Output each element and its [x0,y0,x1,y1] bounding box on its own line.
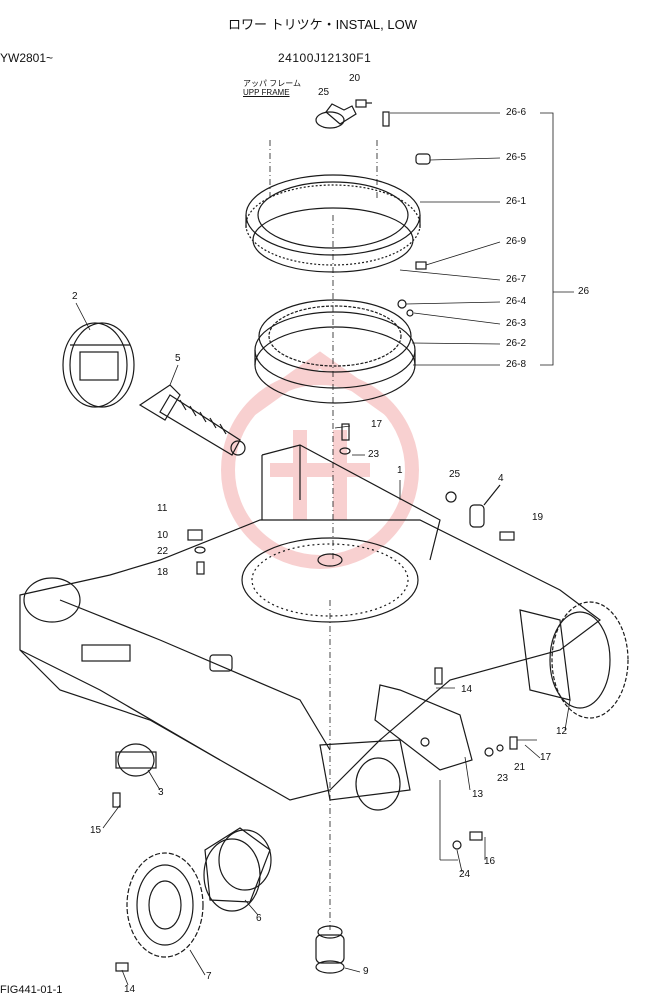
callout-25-mid[interactable]: 25 [449,469,461,480]
upper-frame-note-en: UPP FRAME [243,88,290,97]
callout-26-2[interactable]: 26-2 [506,338,527,349]
callout-14-mid[interactable]: 14 [461,684,473,695]
callout-16[interactable]: 16 [484,856,496,867]
swing-bearing-outer-ring [245,174,421,273]
callout-5[interactable]: 5 [175,353,181,364]
callout-4[interactable]: 4 [498,473,504,484]
lower-frame [19,444,601,811]
center-joint [315,925,345,974]
callout-19[interactable]: 19 [532,512,544,523]
callout-14-bottom[interactable]: 14 [124,984,136,995]
callout-10[interactable]: 10 [157,530,169,541]
callout-3[interactable]: 3 [158,787,164,798]
callout-12[interactable]: 12 [556,726,568,737]
callout-20[interactable]: 20 [349,73,361,84]
callout-26-1[interactable]: 26-1 [506,196,527,207]
fasteners [112,423,518,972]
assembly-center-lines [269,140,378,930]
callout-6[interactable]: 6 [256,913,262,924]
callout-26[interactable]: 26 [578,286,590,297]
callout-26-6[interactable]: 26-6 [506,107,527,118]
callout-7[interactable]: 7 [206,971,212,982]
callout-18[interactable]: 18 [157,567,169,578]
assembly-part-number: 24100J12130F1 [278,51,372,65]
callout-22[interactable]: 22 [157,546,169,557]
upper-frame-bracket [315,99,372,129]
travel-motor [203,827,272,912]
callout-17-top[interactable]: 17 [371,419,383,430]
cover-plate [374,684,473,771]
callout-25-top[interactable]: 25 [318,87,330,98]
model-range: YW2801~ [0,51,54,65]
callout-11[interactable]: 11 [157,503,168,514]
callout-23-top[interactable]: 23 [368,449,380,460]
drive-sprocket [126,852,204,958]
leader-lines [75,112,574,986]
watermark-logo [221,351,419,569]
track-adjuster [138,384,246,456]
bearing-small-parts [382,111,431,317]
callout-15[interactable]: 15 [90,825,102,836]
callout-26-5[interactable]: 26-5 [506,152,527,163]
figure-id: FIG441-01-1 [0,984,63,996]
callout-23-right[interactable]: 23 [497,773,509,784]
callout-26-3[interactable]: 26-3 [506,318,527,329]
callout-26-8[interactable]: 26-8 [506,359,527,370]
callout-26-9[interactable]: 26-9 [506,236,527,247]
page-title: ロワー トリツケ・INSTAL, LOW [228,17,417,32]
callout-1[interactable]: 1 [397,465,403,476]
front-idler [62,322,135,408]
upper-frame-note-jp: アッパ フレーム [243,79,301,88]
callout-13[interactable]: 13 [472,789,484,800]
swing-bearing-gear-ring [254,299,416,404]
callout-26-7[interactable]: 26-7 [506,274,527,285]
callout-26-4[interactable]: 26-4 [506,296,527,307]
track-roller [115,743,157,777]
callout-21[interactable]: 21 [514,762,526,773]
callout-9[interactable]: 9 [363,966,369,977]
callout-24[interactable]: 24 [459,869,471,880]
rear-sprocket [519,601,629,719]
callout-17-right[interactable]: 17 [540,752,552,763]
callout-2[interactable]: 2 [72,291,78,302]
